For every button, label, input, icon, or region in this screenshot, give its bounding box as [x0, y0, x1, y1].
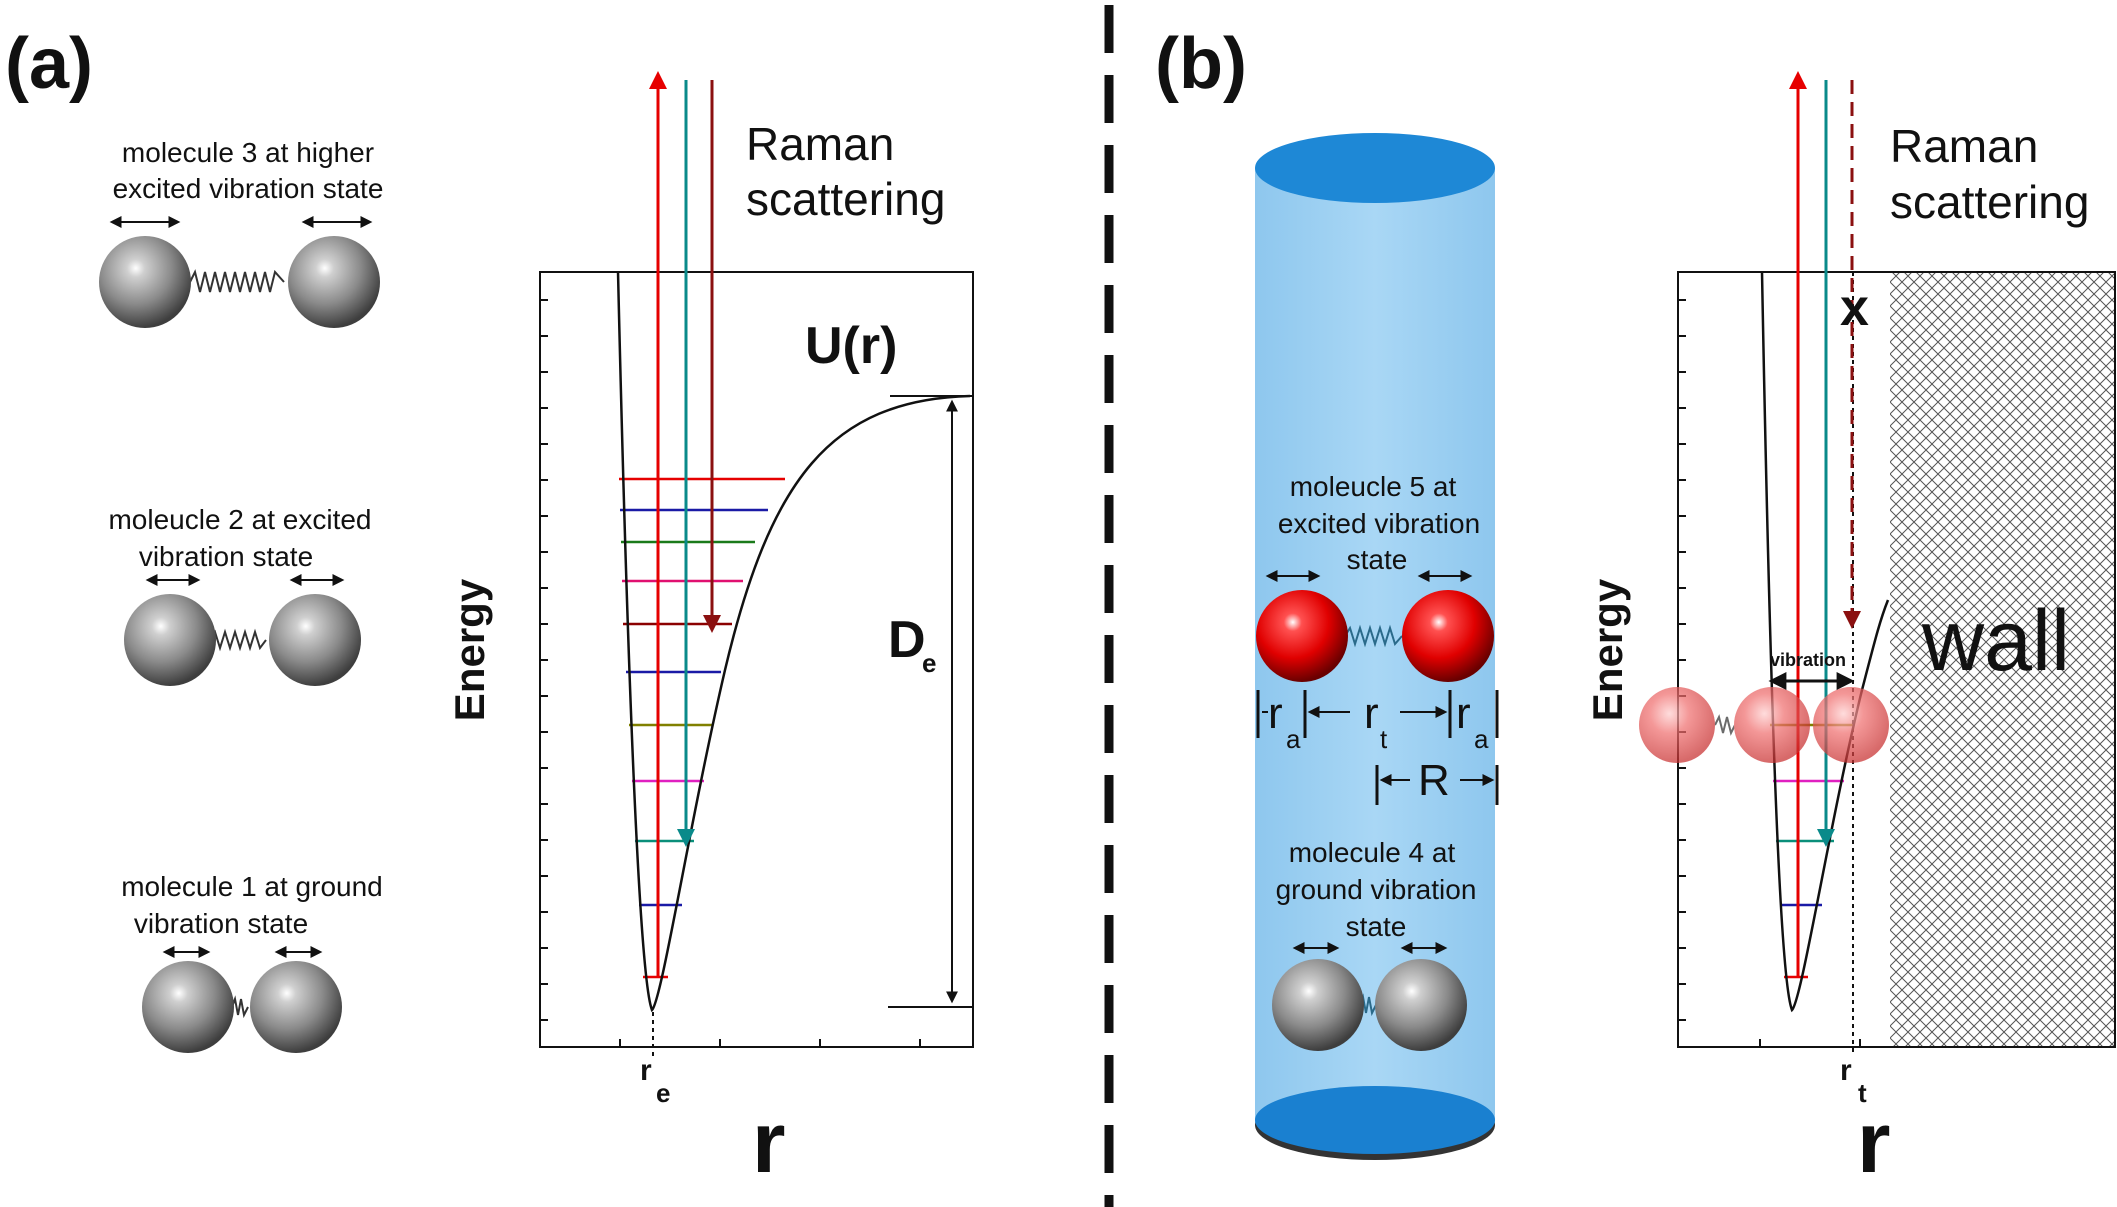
atom — [142, 961, 234, 1053]
y-ticks — [540, 299, 921, 1047]
spring — [1344, 624, 1403, 648]
spring — [1714, 714, 1736, 736]
dimension-annotations: r a r t r a R — [1256, 689, 1499, 805]
vibration-label: vibration — [1770, 650, 1846, 670]
blocked-mark: x — [1840, 279, 1869, 337]
eq-subscript: e — [656, 1078, 670, 1108]
molecule-4-caption-line1: molecule 4 at — [1289, 837, 1456, 868]
depth-symbol: D — [888, 611, 926, 669]
eq-symbol: r — [640, 1054, 652, 1087]
potential-label: U(r) — [805, 317, 897, 375]
tube-radius-symbol: r — [1840, 1054, 1852, 1087]
x-axis-label: r — [752, 1095, 785, 1191]
raman-label-line1: Raman — [746, 118, 894, 170]
tube-radius-subscript: t — [1858, 1078, 1867, 1108]
atom — [1256, 590, 1348, 682]
molecule-2-caption-line2: vibration state — [139, 541, 313, 572]
potential-curve — [616, 271, 971, 1013]
tube-top — [1255, 133, 1495, 203]
ra-symbol-right: r — [1456, 689, 1471, 738]
ra-sub-right: a — [1474, 724, 1489, 754]
atom — [1272, 959, 1364, 1051]
raman-label-line2: scattering — [746, 173, 945, 225]
y-axis-label: Energy — [1584, 578, 1631, 721]
x-axis-label: r — [1857, 1095, 1890, 1191]
molecule-4-caption-line3: state — [1346, 911, 1407, 942]
molecule-5-caption-line1: moleucle 5 at — [1290, 471, 1457, 502]
molecule-3-caption-line2: excited vibration state — [113, 173, 384, 204]
molecule-2-caption-line1: moleucle 2 at excited — [108, 504, 371, 535]
raman-label-line2: scattering — [1890, 176, 2089, 228]
atom — [250, 961, 342, 1053]
molecule-1-caption-line2: vibration state — [134, 908, 308, 939]
atom — [1402, 590, 1494, 682]
depth-subscript: e — [922, 648, 936, 678]
rt-sub: t — [1380, 724, 1388, 754]
atom — [288, 236, 380, 328]
molecule-4-caption-line2: ground vibration — [1276, 874, 1477, 905]
wall-block — [1890, 272, 2115, 1047]
panel-label-a: (a) — [5, 24, 93, 104]
potential-plot-b: vibration Raman scattering x wall Energy… — [1584, 71, 2116, 1191]
molecule-3-caption-line1: molecule 3 at higher — [122, 137, 374, 168]
ra-symbol-left: r — [1268, 689, 1283, 738]
molecule-5-caption-line2: excited vibration — [1278, 508, 1480, 539]
atom — [1813, 687, 1889, 763]
wall-label: wall — [1921, 593, 2070, 689]
atom — [1639, 687, 1715, 763]
y-ticks — [1678, 299, 1861, 1047]
atom — [124, 594, 216, 686]
panel-label-b: (b) — [1155, 24, 1247, 104]
atom — [1375, 959, 1467, 1051]
y-axis-label: Energy — [446, 578, 493, 721]
molecule-1: molecule 1 at ground vibration state — [121, 871, 383, 1053]
molecule-5: moleucle 5 at excited vibration state — [1256, 471, 1494, 682]
spring — [189, 269, 285, 293]
R-symbol: R — [1418, 756, 1450, 805]
confined-potential-curve — [1760, 271, 1890, 1013]
atom — [269, 594, 361, 686]
atom — [99, 236, 191, 328]
spring — [209, 628, 267, 652]
atom — [1734, 687, 1810, 763]
spring — [231, 995, 249, 1019]
molecule-5-caption-line3: state — [1347, 544, 1408, 575]
molecule-3: molecule 3 at higher excited vibration s… — [99, 137, 383, 328]
potential-plot-a: Raman scattering U(r) D e Energy r e r — [446, 71, 974, 1191]
confined-molecule — [1639, 687, 1889, 763]
rt-symbol: r — [1364, 689, 1379, 738]
ra-sub-left: a — [1286, 724, 1301, 754]
tube-bottom-face — [1255, 1086, 1495, 1154]
molecule-2: moleucle 2 at excited vibration state — [108, 504, 372, 686]
molecule-1-caption-line1: molecule 1 at ground — [121, 871, 383, 902]
molecule-4: molecule 4 at ground vibration state — [1272, 837, 1476, 1051]
raman-label-line1: Raman — [1890, 120, 2038, 172]
